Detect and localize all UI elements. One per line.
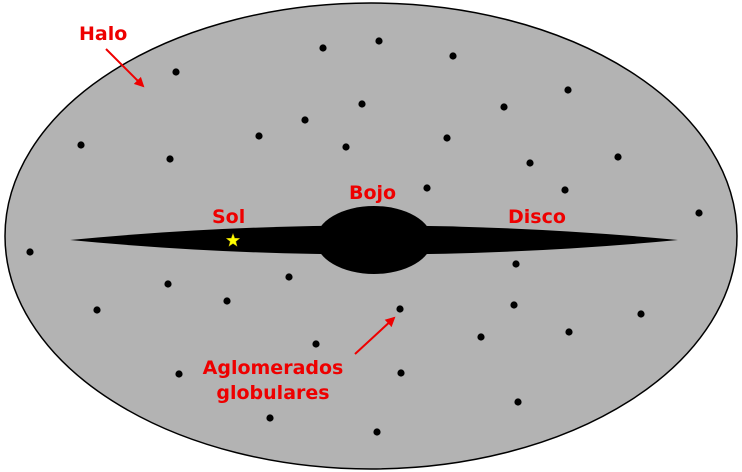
cluster-dot bbox=[342, 143, 350, 151]
cluster-dot bbox=[266, 414, 274, 422]
cluster-dot bbox=[477, 333, 485, 341]
cluster-dot bbox=[164, 280, 172, 288]
cluster-dot bbox=[358, 100, 366, 108]
cluster-dot bbox=[312, 340, 320, 348]
sun-label: Sol bbox=[212, 206, 245, 228]
cluster-dot bbox=[397, 369, 405, 377]
cluster-dot bbox=[637, 310, 645, 318]
cluster-dot bbox=[223, 297, 231, 305]
cluster-dot bbox=[564, 86, 572, 94]
cluster-dot bbox=[614, 153, 622, 161]
cluster-dot bbox=[510, 301, 518, 309]
bulge-label: Bojo bbox=[349, 182, 396, 204]
cluster-dot bbox=[565, 328, 573, 336]
star-icon bbox=[225, 232, 241, 247]
cluster-dot bbox=[561, 186, 569, 194]
cluster-dot bbox=[319, 44, 327, 52]
cluster-dot bbox=[255, 132, 263, 140]
halo-label: Halo bbox=[79, 23, 127, 45]
cluster-dot bbox=[514, 398, 522, 406]
cluster-dot bbox=[512, 260, 520, 268]
cluster-dot bbox=[375, 37, 383, 45]
cluster-dot bbox=[443, 134, 451, 142]
clusters-label-line1: Aglomerados bbox=[203, 357, 344, 379]
cluster-dot bbox=[26, 248, 34, 256]
cluster-dot bbox=[423, 184, 431, 192]
cluster-dot bbox=[695, 209, 703, 217]
disk-label: Disco bbox=[508, 206, 566, 228]
arrow-icon bbox=[354, 316, 396, 355]
cluster-dot bbox=[301, 116, 309, 124]
cluster-dot bbox=[166, 155, 174, 163]
clusters-label-line2: globulares bbox=[216, 382, 329, 404]
cluster-dot bbox=[526, 159, 534, 167]
cluster-dot bbox=[373, 428, 381, 436]
cluster-dot bbox=[396, 305, 404, 313]
cluster-dot bbox=[93, 306, 101, 314]
cluster-dot bbox=[77, 141, 85, 149]
cluster-dot bbox=[285, 273, 293, 281]
globular-clusters bbox=[26, 37, 703, 436]
cluster-dot bbox=[175, 370, 183, 378]
arrow-icon bbox=[105, 48, 145, 88]
galactic-bulge bbox=[316, 206, 432, 274]
cluster-dot bbox=[172, 68, 180, 76]
cluster-dot bbox=[449, 52, 457, 60]
cluster-dot bbox=[500, 103, 508, 111]
